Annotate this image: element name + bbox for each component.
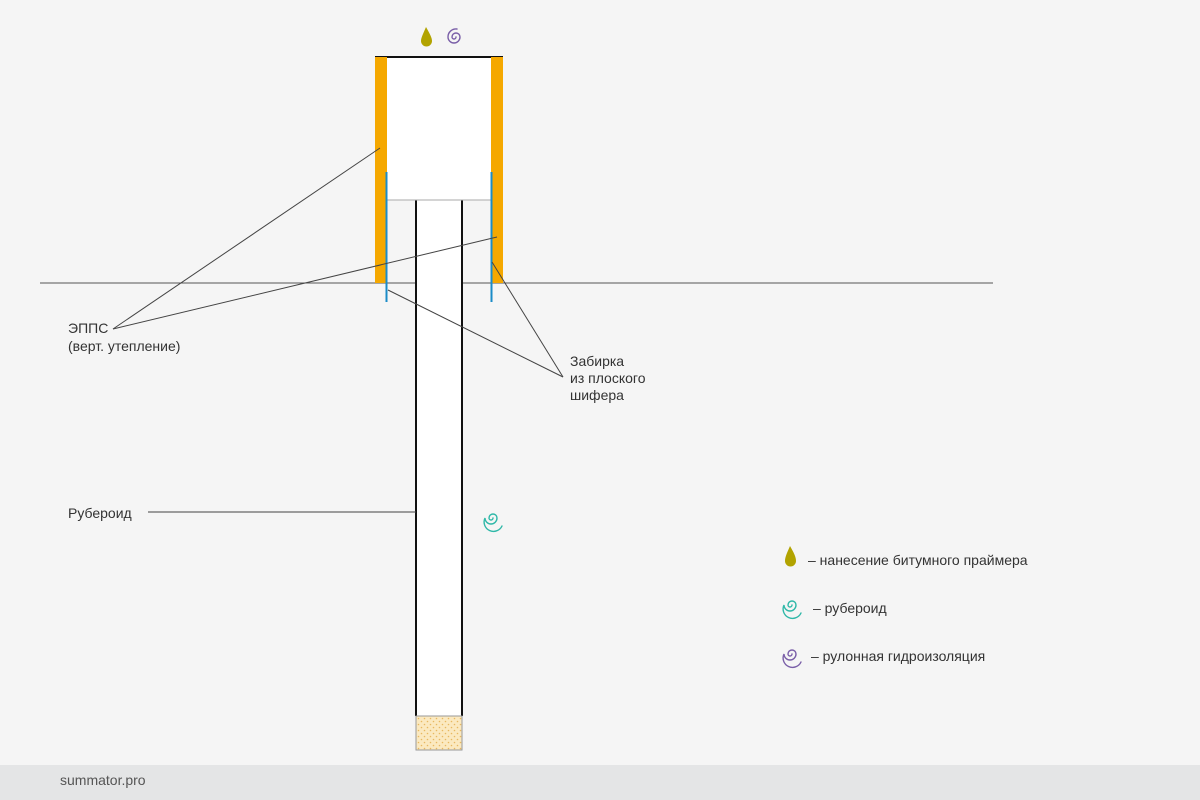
- foundation-diagram: ЭППС (верт. утепление) Забирка из плоско…: [40, 27, 1028, 751]
- pile-column: [416, 200, 462, 716]
- epps-insulation-right: [491, 57, 503, 283]
- ruberoid-spiral-icon: [483, 513, 503, 533]
- legend-primer-text: – нанесение битумного праймера: [808, 552, 1028, 568]
- legend-ruberoid-spiral-icon: [782, 600, 802, 620]
- legend-bitumen-drop-icon: [785, 546, 796, 567]
- legend-roll-text: – рулонная гидроизоляция: [811, 648, 985, 664]
- epps-label-line1: ЭППС: [68, 320, 108, 336]
- zabirka-label-line3: шифера: [570, 387, 624, 403]
- roll-waterproofing-spiral-icon: [447, 28, 461, 44]
- sand-cushion: [415, 715, 463, 751]
- legend-ruberoid-text: – рубероид: [813, 600, 887, 616]
- zabirka-label-line1: Забирка: [570, 353, 624, 369]
- footer-bar: summator.pro: [0, 765, 1200, 800]
- epps-label-line2: (верт. утепление): [68, 338, 180, 354]
- epps-insulation-left: [375, 57, 387, 283]
- leader-lines: [112, 147, 564, 513]
- legend-roll-spiral-icon: [782, 649, 802, 669]
- grillage-head: [387, 57, 491, 200]
- legend: – нанесение битумного праймера – руберои…: [782, 546, 1028, 669]
- footer-site-link[interactable]: summator.pro: [60, 772, 146, 788]
- zabirka-label-line2: из плоского: [570, 370, 646, 386]
- bitumen-drop-icon: [421, 27, 432, 47]
- ruberoid-label: Рубероид: [68, 505, 132, 521]
